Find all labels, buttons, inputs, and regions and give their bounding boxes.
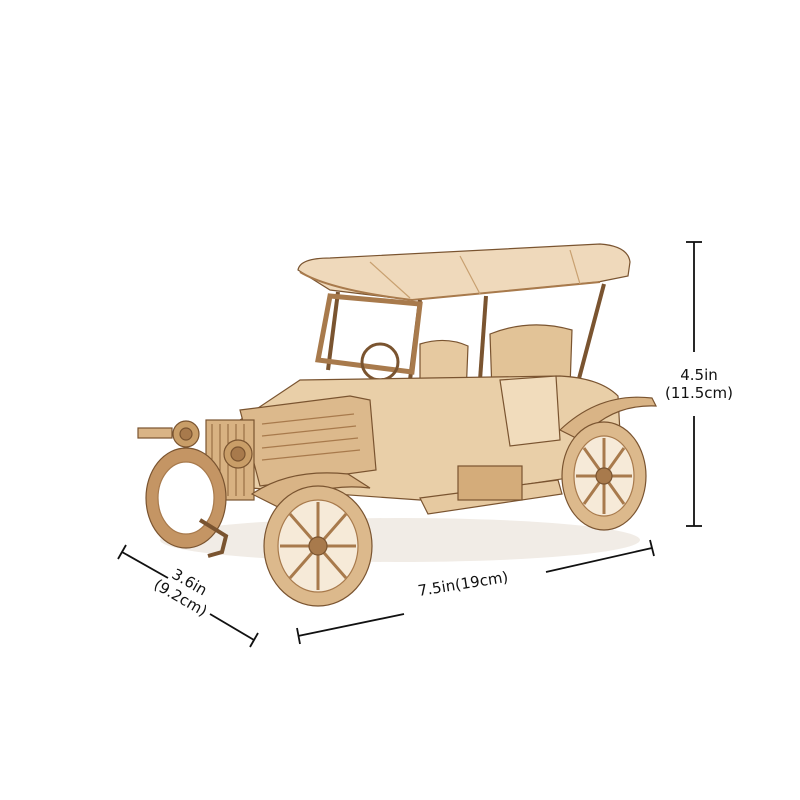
roof-rib bbox=[369, 261, 411, 299]
height-dimension-label: 4.5in (11.5cm) bbox=[664, 366, 734, 402]
depth-dimension-line-top bbox=[121, 551, 169, 579]
front-right-wheel bbox=[263, 485, 373, 607]
front-bumper bbox=[137, 427, 173, 439]
toolbox bbox=[457, 465, 523, 501]
roof-rib bbox=[459, 255, 481, 295]
steering-wheel bbox=[360, 342, 400, 382]
hood-louvers bbox=[261, 413, 361, 461]
engine-hood bbox=[239, 395, 377, 487]
roof-post bbox=[326, 291, 340, 371]
front-left-wheel bbox=[145, 447, 227, 549]
roof-rib bbox=[569, 249, 581, 285]
depth-dimension-cap-bottom bbox=[249, 632, 259, 648]
rear-seat bbox=[489, 324, 573, 393]
height-inches: 4.5in bbox=[680, 366, 718, 384]
width-dimension-line-left bbox=[297, 613, 405, 637]
width-dimension-cap-left bbox=[296, 627, 301, 645]
rear-door bbox=[499, 375, 561, 447]
width-dimension-line-right bbox=[545, 547, 653, 573]
wooden-car bbox=[137, 243, 657, 607]
roof-post bbox=[574, 283, 606, 391]
headlamp-lens bbox=[230, 446, 246, 462]
car-shadow bbox=[160, 518, 640, 562]
width-dimension-cap-right bbox=[649, 539, 655, 557]
depth-dimension-line-bottom bbox=[209, 613, 255, 641]
headlamp-lens bbox=[179, 427, 193, 441]
roof-canopy bbox=[297, 243, 631, 301]
dimension-lines bbox=[117, 241, 702, 648]
crank-handle bbox=[198, 518, 229, 558]
height-centimeters: (11.5cm) bbox=[665, 384, 733, 402]
depth-dimension-cap-top bbox=[117, 544, 127, 560]
roof-post bbox=[478, 295, 488, 381]
roof-edge bbox=[299, 271, 601, 302]
windshield-frame bbox=[315, 293, 423, 375]
rear-right-wheel bbox=[561, 421, 647, 531]
